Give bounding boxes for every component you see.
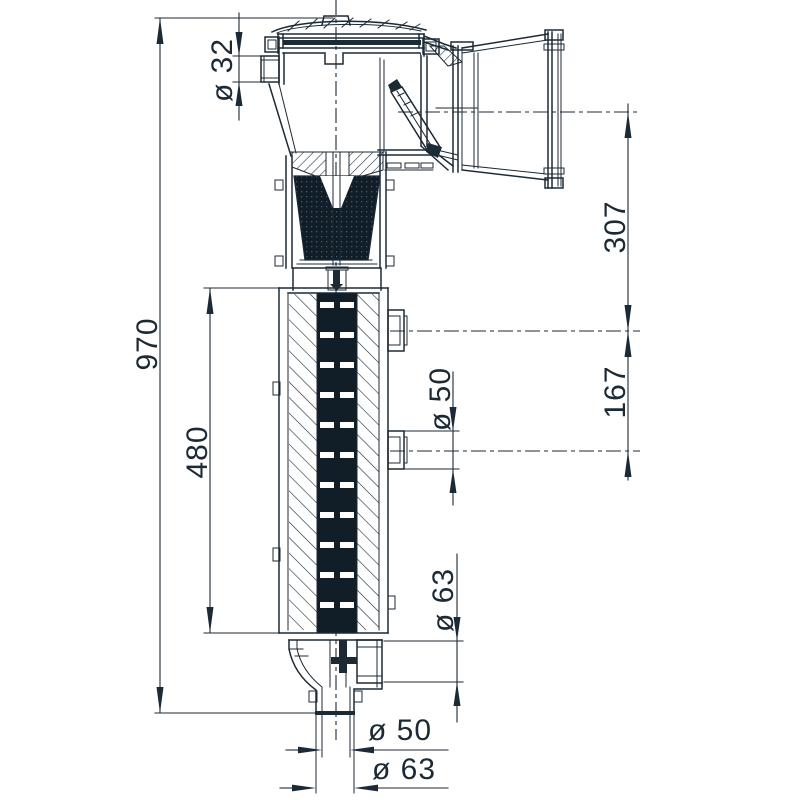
top-side-port	[260, 52, 285, 85]
dim-label-o32: ø 32	[206, 38, 239, 102]
dimension-overall-height: 970	[131, 17, 334, 714]
dimension-side-port: ø 50	[403, 367, 460, 506]
dim-label-970: 970	[131, 317, 164, 370]
dim-label-o63-side: ø 63	[427, 568, 460, 632]
dim-label-o50-bottom: ø 50	[368, 714, 432, 747]
skimmer-mouth	[423, 29, 565, 189]
lid-assembly	[264, 15, 440, 65]
housing-walls	[274, 151, 395, 269]
dimension-bottom-pipe: ø 50 ø 63	[279, 714, 449, 792]
filter-cartridge	[272, 287, 396, 634]
lid-hatch-ticks	[287, 17, 421, 32]
dim-label-o50-side: ø 50	[424, 367, 457, 431]
bottom-outlet	[278, 632, 389, 794]
throat-floor	[377, 149, 459, 171]
centerlines	[335, 0, 640, 740]
dim-label-307: 307	[599, 200, 632, 253]
dim-label-167: 167	[599, 365, 632, 418]
basket	[292, 151, 382, 291]
dimension-cartridge-height: 480	[181, 287, 314, 634]
dimension-bottom-side-outlet: ø 63	[383, 553, 464, 723]
dim-label-o63-bottom: ø 63	[372, 753, 436, 786]
side-ports	[387, 309, 408, 470]
weir-flap	[388, 79, 442, 158]
dimension-chain-right: 307 167	[599, 103, 632, 481]
dim-label-480: 480	[181, 425, 214, 478]
core-dashes	[320, 302, 354, 608]
dimension-top-port: ø 32	[206, 12, 262, 121]
